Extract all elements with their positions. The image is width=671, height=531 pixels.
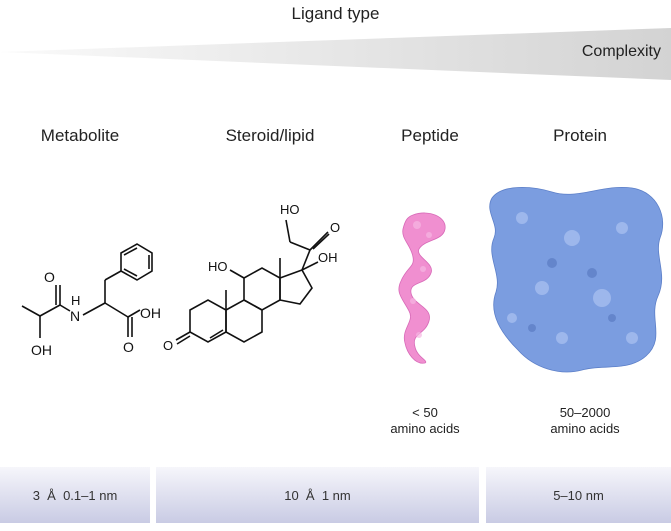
protein-surface [489,186,664,373]
atom-label: O [330,220,340,235]
atom-label: HO [208,259,228,274]
atom-label: H [71,293,80,308]
complexity-wedge [0,28,671,80]
atom-label: HO [280,202,300,217]
column-label-protein: Protein [553,126,607,145]
atom-label: O [44,269,55,285]
size-bar-steroid-peptide: 10 Å 1 nm [156,467,479,523]
atom-label: O [123,339,134,355]
metabolite-structure: O H N OH OH O [21,243,161,358]
peptide-note-count: < 50 [412,405,438,420]
column-label-metabolite: Metabolite [40,126,120,145]
peptide-note-unit: amino acids [390,421,460,436]
size-bar-text: 10 Å 1 nm [284,487,351,503]
size-bar-protein: 5–10 nm [486,467,671,523]
protein-note-count: 50–2000 [559,405,611,420]
column-label-steroid: Steroid/lipid [225,126,315,145]
atom-label: OH [140,305,161,321]
size-bar-text: 5–10 nm [553,487,604,503]
size-bar-text: 3 Å 0.1–1 nm [32,487,118,503]
atom-label: OH [31,342,52,358]
complexity-label: Complexity [581,43,661,60]
atom-label: O [163,338,173,353]
atom-label: N [70,308,80,324]
steroid-structure: HO O HO OH O [163,202,340,353]
peptide-surface [398,212,446,364]
protein-note-unit: amino acids [550,421,620,436]
size-bar-metabolite: 3 Å 0.1–1 nm [0,467,150,523]
column-label-peptide: Peptide [401,126,459,145]
diagram-title: Ligand type [291,4,380,23]
atom-label: OH [318,250,338,265]
